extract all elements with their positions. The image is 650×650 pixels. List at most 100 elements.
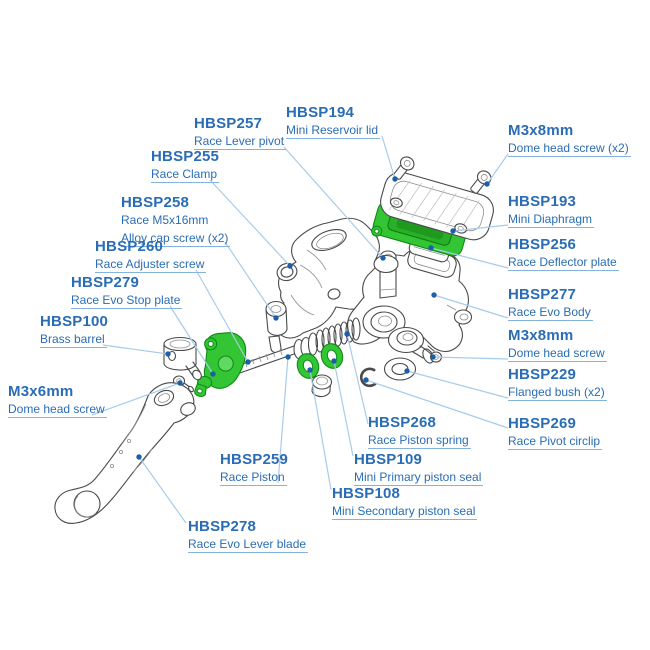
part-number: HBSP268 <box>368 414 437 431</box>
leader-dot-hbsp269 <box>363 377 369 383</box>
mini-reservoir-lid-drawing <box>380 171 494 241</box>
part-description: Race Deflector plate <box>508 255 619 271</box>
brass-barrel-drawing <box>163 336 202 381</box>
dome-screw-top-left-drawing <box>393 156 415 180</box>
part-number: HBSP194 <box>286 104 355 121</box>
leader-dot-hbsp278 <box>136 454 142 460</box>
leader-line-hbsp269 <box>365 379 509 429</box>
flanged-bush-bottom-drawing <box>383 357 417 381</box>
part-description: Race Evo Stop plate <box>71 293 183 309</box>
part-description: Dome head screw (x2) <box>508 141 631 157</box>
leader-dot-hbsp279 <box>210 371 216 377</box>
leader-line-m3x8-pair <box>486 153 509 185</box>
part-description: Race Evo Lever blade <box>188 537 309 553</box>
part-description: Race Evo Body <box>508 305 593 321</box>
leader-line-hbsp229 <box>406 370 509 399</box>
part-description: Race Pivot circlip <box>508 434 603 450</box>
leader-dot-hbsp255 <box>287 263 293 269</box>
part-number: HBSP269 <box>508 415 577 432</box>
leader-dot-hbsp259 <box>285 354 291 360</box>
flanged-bush-top-drawing <box>387 326 434 364</box>
leader-dot-hbsp229 <box>404 368 410 374</box>
leader-dot-m3x8-single <box>430 354 436 360</box>
leader-dot-hbsp193 <box>450 228 456 234</box>
part-number: HBSP255 <box>151 148 220 165</box>
leader-line-hbsp109 <box>333 360 354 457</box>
part-number: HBSP277 <box>508 286 577 303</box>
leader-dot-hbsp268 <box>344 331 350 337</box>
part-number: HBSP256 <box>508 236 577 253</box>
leader-line-hbsp256 <box>430 247 509 269</box>
leader-line-hbsp268 <box>346 333 369 425</box>
leader-dot-hbsp258 <box>273 315 279 321</box>
part-number: M3x6mm <box>8 383 74 400</box>
part-description: Race Piston spring <box>368 433 471 449</box>
part-number: HBSP100 <box>40 313 109 330</box>
leader-line-hbsp255 <box>209 179 291 267</box>
dome-screw-top-right-drawing <box>470 170 492 194</box>
leader-line-hbsp260 <box>195 269 249 363</box>
lever-blade-drawing <box>54 382 196 524</box>
part-number: HBSP258 <box>121 194 190 211</box>
stop-plate-drawing <box>194 332 247 397</box>
part-number: M3x8mm <box>508 327 574 344</box>
leader-line-hbsp277 <box>433 294 509 319</box>
leader-dot-m3x6 <box>177 380 183 386</box>
part-description: Dome head screw <box>8 402 107 418</box>
part-description: Dome head screw <box>508 346 607 362</box>
part-description: Race Lever pivot <box>194 134 287 150</box>
leader-dot-hbsp260 <box>245 359 251 365</box>
leader-dot-hbsp108 <box>307 367 313 373</box>
part-number: HBSP259 <box>220 451 289 468</box>
leader-line-hbsp193 <box>452 224 509 232</box>
part-description: Mini Primary piston seal <box>354 470 484 486</box>
part-number: M3x8mm <box>508 122 574 139</box>
leader-line-hbsp257 <box>283 146 384 259</box>
leader-line-hbsp108 <box>309 369 332 491</box>
part-number: HBSP278 <box>188 518 257 535</box>
part-number: HBSP109 <box>354 451 423 468</box>
part-description: Brass barrel <box>40 332 107 348</box>
leader-line-m3x8-single <box>432 356 509 360</box>
part-number: HBSP257 <box>194 115 263 132</box>
part-number: HBSP260 <box>95 238 164 255</box>
race-clamp-drawing <box>265 217 380 354</box>
part-number: HBSP229 <box>508 366 577 383</box>
leader-line-hbsp259 <box>277 356 289 484</box>
part-number: HBSP108 <box>332 485 401 502</box>
leader-dot-hbsp256 <box>428 245 434 251</box>
leader-line-hbsp258 <box>224 241 277 319</box>
leader-dot-m3x8-pair <box>484 181 490 187</box>
leader-lines-layer <box>91 135 509 524</box>
leader-line-hbsp279 <box>169 305 214 375</box>
part-description: Race Adjuster screw <box>95 257 207 273</box>
part-description: Mini Reservoir lid <box>286 123 381 139</box>
leader-line-m3x6 <box>91 382 181 416</box>
part-description: Alloy cap screw (x2) <box>121 231 231 247</box>
part-description: Race Clamp <box>151 167 220 183</box>
leader-dot-hbsp257 <box>380 255 386 261</box>
leader-line-hbsp100 <box>102 344 169 355</box>
race-evo-body-drawing <box>347 246 473 353</box>
piston-cup-drawing <box>311 374 333 398</box>
leader-dot-hbsp194 <box>392 176 398 182</box>
leader-line-hbsp278 <box>138 456 187 524</box>
